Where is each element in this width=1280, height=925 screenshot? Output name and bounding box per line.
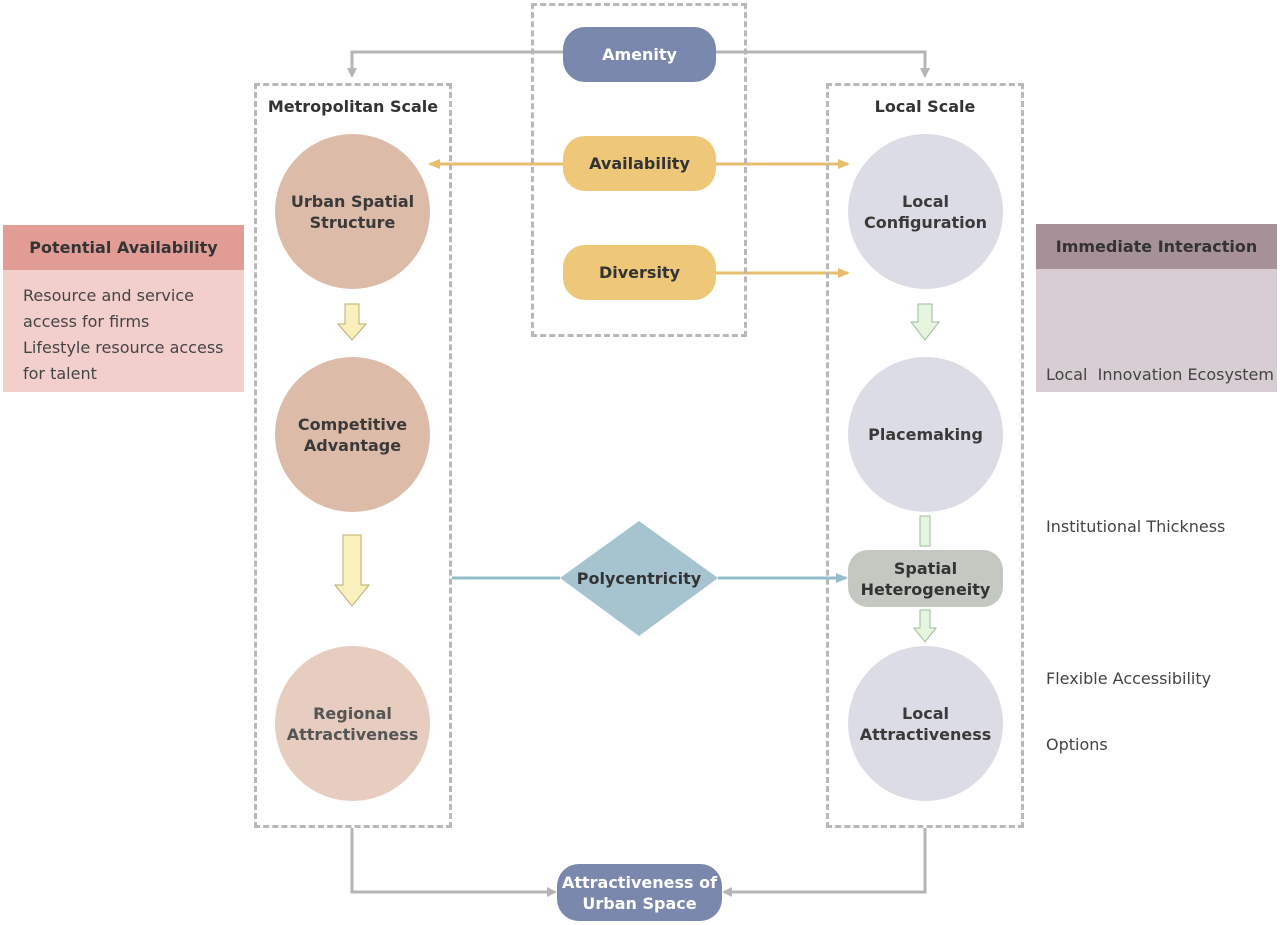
metropolitan-scale-frame	[254, 83, 452, 828]
immediate-interaction-header: Immediate Interaction	[1036, 224, 1277, 269]
amenity-to-local-line	[716, 50, 930, 78]
immediate-item-accessibility: Flexible Accessibility Options	[1046, 669, 1212, 754]
metro-down-arrow-2	[333, 534, 371, 607]
potential-availability-header: Potential Availability	[3, 225, 244, 270]
polycentricity-label: Polycentricity	[576, 569, 702, 588]
metropolitan-scale-title: Metropolitan Scale	[267, 97, 439, 116]
local-down-arrow-1	[909, 303, 941, 341]
diversity-pill: Diversity	[563, 245, 716, 300]
availability-pill: Availability	[563, 136, 716, 191]
metro-down-arrow-1	[336, 303, 368, 341]
polycentricity-diamond	[560, 521, 718, 636]
local-connector-bar	[919, 515, 931, 547]
metro-to-urban-space-line	[350, 828, 557, 897]
local-scale-title: Local Scale	[874, 97, 976, 116]
amenity-frame	[531, 3, 747, 337]
placemaking-circle: Placemaking	[848, 357, 1003, 512]
potential-item-firms: Resource and service access for firms	[23, 286, 194, 331]
local-scale-frame	[826, 83, 1024, 828]
immediate-interaction-body: Local Innovation Ecosystem Institutional…	[1036, 269, 1277, 754]
amenity-to-metro-line	[347, 50, 563, 78]
local-down-arrow-2	[912, 609, 938, 643]
local-to-urban-space-line	[722, 828, 927, 897]
immediate-item-thickness: Institutional Thickness	[1046, 517, 1226, 536]
amenity-pill: Amenity	[563, 27, 716, 82]
potential-availability-body: Resource and service access for firms Li…	[3, 270, 244, 392]
immediate-item-ecosystem: Local Innovation Ecosystem	[1046, 365, 1274, 384]
potential-item-talent: Lifestyle resource access for talent	[23, 338, 224, 383]
